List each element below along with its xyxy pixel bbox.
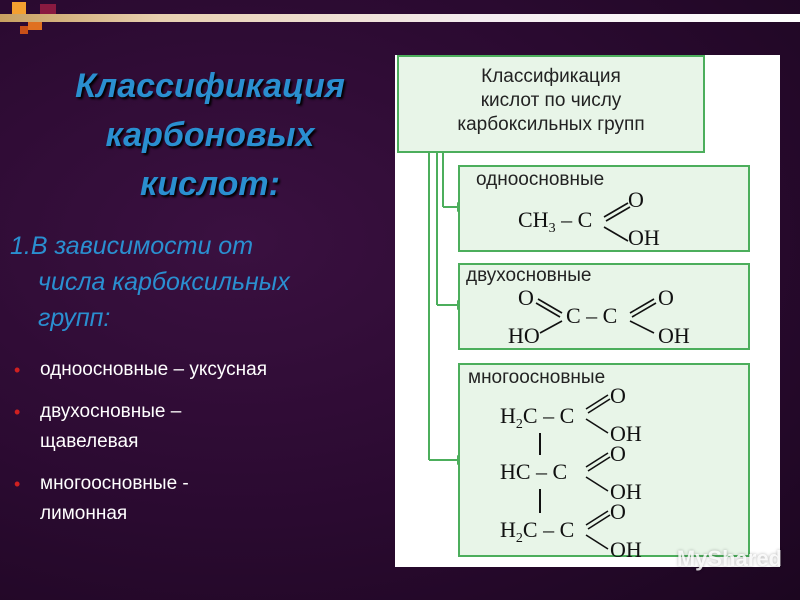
monobasic-label: одноосновные xyxy=(476,169,605,190)
header-line: карбоксильных групп xyxy=(457,114,645,135)
list-item: • одноосновные – уксусная xyxy=(10,355,370,385)
subhead-line: групп: xyxy=(38,304,111,332)
dibasic-label: двухосновные xyxy=(466,265,592,286)
oxalic-acid-formula: O HO C – C O OH xyxy=(508,285,690,348)
slide-title: Классификация карбоновых кислот: xyxy=(30,62,390,209)
watermark-logo: MyShared xyxy=(676,546,782,571)
decor-square xyxy=(20,26,28,34)
bullet-marker: • xyxy=(14,474,21,494)
title-line: карбоновых xyxy=(105,116,315,154)
bullet-text: двухосновные – щавелевая xyxy=(40,401,182,452)
list-item: • многоосновные - лимонная xyxy=(10,469,270,529)
bullet-marker: • xyxy=(14,402,21,422)
list-item: • двухосновные – щавелевая xyxy=(10,397,260,457)
subheading: 1.В зависимости от числа карбоксильных г… xyxy=(10,228,380,336)
acetic-acid-formula: CH3 – C O OH xyxy=(518,187,660,250)
title-line: кислот: xyxy=(140,165,280,203)
classification-diagram: Классификация кислот по числу карбоксиль… xyxy=(395,55,780,567)
decor-square xyxy=(12,2,26,16)
header-strip xyxy=(0,14,800,22)
bullet-text: одноосновные – уксусная xyxy=(40,359,268,380)
bullet-text: многоосновные - лимонная xyxy=(40,473,189,524)
title-line: Классификация xyxy=(75,67,345,105)
polybasic-label: многоосновные xyxy=(468,367,606,388)
top-decoration-bar xyxy=(0,0,800,36)
diagram-header-box: Классификация кислот по числу карбоксиль… xyxy=(397,55,705,153)
decor-square xyxy=(40,4,56,14)
bullet-list: • одноосновные – уксусная • двухосновные… xyxy=(10,355,380,541)
bullet-marker: • xyxy=(14,360,21,380)
subhead-line: числа карбоксильных xyxy=(38,268,290,296)
header-line: Классификация xyxy=(481,66,621,87)
citric-acid-formula: H2C – C O OH HC – C O OH H2C – C O OH xyxy=(500,383,642,562)
header-line: кислот по числу xyxy=(480,90,622,111)
dibasic-box: двухосновные O HO C – C O OH xyxy=(458,263,750,350)
subhead-line: 1.В зависимости от xyxy=(10,232,254,260)
polybasic-box: многоосновные H2C – C O OH HC – C O OH H… xyxy=(458,363,750,562)
monobasic-box: одноосновные CH3 – C O OH xyxy=(458,165,750,252)
